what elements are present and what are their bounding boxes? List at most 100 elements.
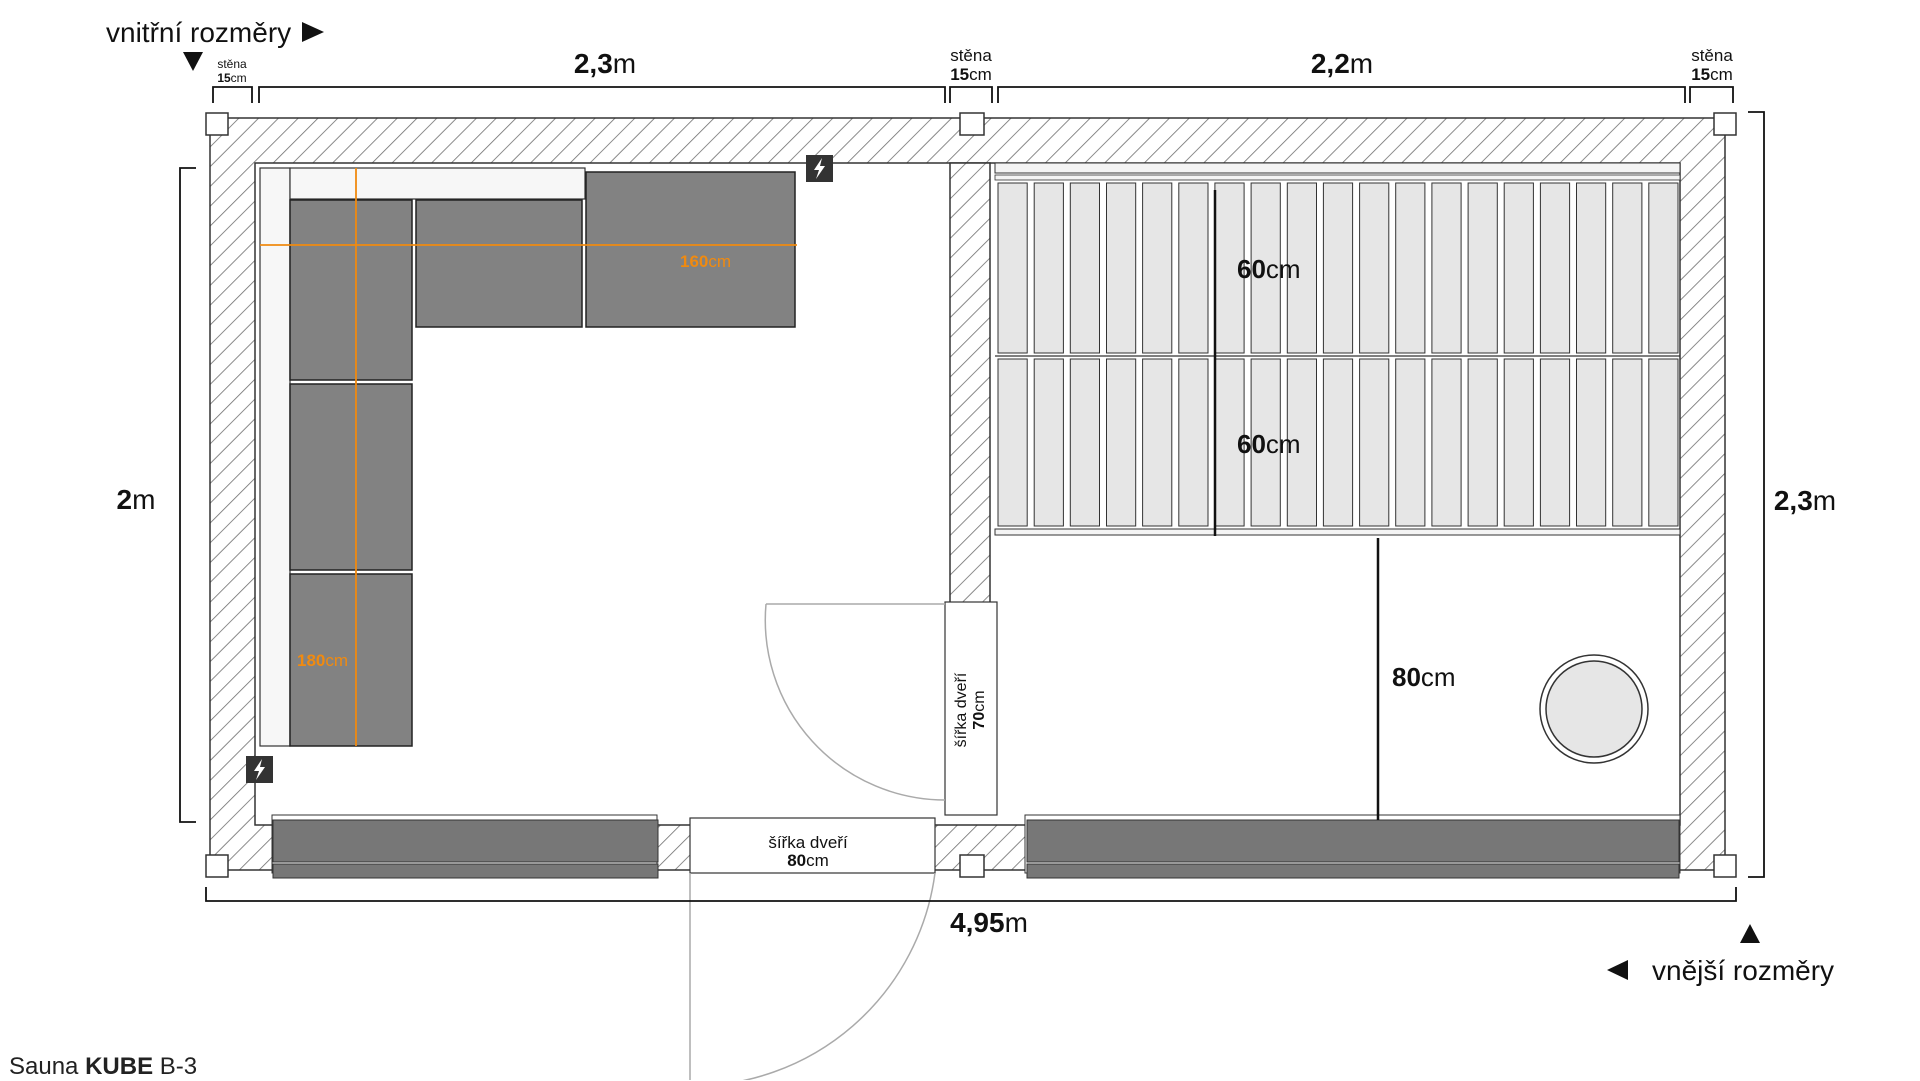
inner-height-value: 2 bbox=[117, 484, 133, 515]
front-door-unit: cm bbox=[806, 851, 829, 870]
bench-slat bbox=[1286, 182, 1318, 354]
corner-post-tl bbox=[205, 112, 229, 136]
bench-slat bbox=[1286, 358, 1318, 527]
arrow-down-icon bbox=[183, 52, 203, 71]
sofa-backrest-left bbox=[259, 167, 291, 747]
bench-slat bbox=[1069, 182, 1101, 354]
bench-slat bbox=[1395, 182, 1426, 354]
wall-unit: cm bbox=[231, 71, 247, 85]
product-caption: Sauna KUBE B-3 bbox=[9, 1053, 197, 1081]
inner-door-word: šířka dveří bbox=[953, 672, 970, 747]
outer-height-value: 2,3 bbox=[1774, 485, 1813, 516]
bench-slat bbox=[1178, 358, 1209, 527]
inner-dims-legend: vnitřní rozměry bbox=[106, 17, 324, 71]
arrow-left-icon bbox=[1607, 960, 1628, 980]
sofa-cushion bbox=[415, 199, 583, 328]
bottom-benches bbox=[272, 819, 1680, 879]
outer-length-value: 4,95 bbox=[950, 907, 1005, 938]
outer-length-label: 4,95m bbox=[950, 907, 1028, 938]
bench-slat bbox=[1576, 358, 1607, 527]
wall-unit: cm bbox=[1710, 65, 1733, 84]
bench-slat bbox=[1467, 358, 1498, 527]
bench-lower-value: 60 bbox=[1237, 429, 1266, 459]
caption-suffix: B-3 bbox=[159, 1053, 198, 1080]
bench-slat bbox=[1503, 358, 1534, 527]
sofa-cushion bbox=[289, 383, 413, 571]
partition-wall bbox=[949, 162, 991, 604]
arrow-right-icon bbox=[302, 22, 324, 42]
wall-value: 15 bbox=[1691, 65, 1710, 84]
inner-door-opening bbox=[944, 601, 998, 816]
sauna-stove-icon bbox=[1539, 654, 1649, 764]
floor-depth-unit: cm bbox=[1421, 662, 1456, 692]
front-door-word: šířka dveří bbox=[768, 833, 848, 852]
bench-slat bbox=[1322, 358, 1354, 527]
bench-upper-label: 60cm bbox=[1237, 254, 1301, 284]
bench-slat bbox=[1467, 182, 1498, 354]
wall-word: stěna bbox=[217, 57, 247, 71]
sofa-length-unit: cm bbox=[325, 651, 348, 670]
sofa-length-label: 180cm bbox=[297, 651, 348, 670]
inner-door-width: 70cm bbox=[971, 690, 988, 729]
corner-post-tr bbox=[1713, 112, 1737, 136]
wall-thickness: 15cm bbox=[950, 65, 992, 84]
power-socket-icon bbox=[246, 756, 273, 783]
bench-slat bbox=[1322, 182, 1354, 354]
sofa-backrest-top bbox=[289, 167, 586, 200]
wall-word: stěna bbox=[950, 46, 992, 65]
bench-slat bbox=[1359, 358, 1390, 527]
inner-door-swing bbox=[764, 603, 946, 801]
wall-thickness: 15cm bbox=[1691, 65, 1733, 84]
corner-post-br bbox=[1713, 854, 1737, 878]
sofa-cushion bbox=[289, 199, 413, 381]
wall-label-left: stěna 15cm bbox=[217, 57, 247, 85]
outer-dims-label: vnější rozměry bbox=[1652, 955, 1834, 986]
bench-slat bbox=[1431, 182, 1462, 354]
bench-upper-slats bbox=[997, 182, 1679, 354]
bench-upper-unit: cm bbox=[1266, 254, 1301, 284]
bench-slat bbox=[1648, 182, 1679, 354]
bench-slat bbox=[1033, 358, 1064, 527]
outer-length-unit: m bbox=[1005, 907, 1028, 938]
bench-slat bbox=[1178, 182, 1209, 354]
bench-slat bbox=[1106, 182, 1137, 354]
front-door-value: 80 bbox=[787, 851, 806, 870]
floor-depth-label: 80cm bbox=[1392, 662, 1456, 692]
corner-sofa: 160cm 180cm bbox=[259, 167, 797, 747]
wall-unit: cm bbox=[969, 65, 992, 84]
bench-slat bbox=[1359, 182, 1390, 354]
bench-slat bbox=[1395, 358, 1426, 527]
front-door-swing bbox=[689, 872, 936, 1080]
bench-slat bbox=[1142, 182, 1173, 354]
sofa-width-label: 160cm bbox=[680, 252, 731, 271]
bench-slat bbox=[1214, 182, 1245, 354]
corner-post-tm bbox=[959, 112, 985, 136]
wall-label-middle: stěna 15cm bbox=[950, 46, 992, 84]
bench-upper-value: 60 bbox=[1237, 254, 1266, 284]
caption-brand: KUBE bbox=[85, 1053, 154, 1080]
sofa-length-value: 180 bbox=[297, 651, 325, 670]
wall-thickness: 15cm bbox=[217, 71, 246, 85]
inner-door-unit: cm bbox=[971, 690, 988, 711]
outer-dims-legend: vnější rozměry bbox=[1607, 924, 1834, 986]
floor-depth-value: 80 bbox=[1392, 662, 1421, 692]
inner-height-label: 2m bbox=[117, 484, 156, 515]
bench-slat bbox=[997, 358, 1028, 527]
bench-lower-unit: cm bbox=[1266, 429, 1301, 459]
sofa-width-value: 160 bbox=[680, 252, 708, 271]
width-right-value: 2,2 bbox=[1311, 48, 1350, 79]
front-door-width: 80cm bbox=[787, 851, 829, 870]
outer-height-label: 2,3m bbox=[1774, 485, 1836, 516]
bench-slat bbox=[1250, 182, 1281, 354]
bench-lower-label: 60cm bbox=[1237, 429, 1301, 459]
dimension-lines bbox=[179, 86, 1765, 902]
arrow-up-icon bbox=[1740, 924, 1760, 943]
width-right-label: 2,2m bbox=[1311, 48, 1373, 79]
inner-door-label: šířka dveří 70cm bbox=[953, 672, 988, 747]
bench-slat bbox=[1106, 358, 1137, 527]
bench-slat bbox=[1214, 358, 1245, 527]
bench-slat bbox=[1539, 182, 1571, 354]
bench-slat bbox=[1431, 358, 1462, 527]
bench-slat bbox=[1033, 182, 1064, 354]
